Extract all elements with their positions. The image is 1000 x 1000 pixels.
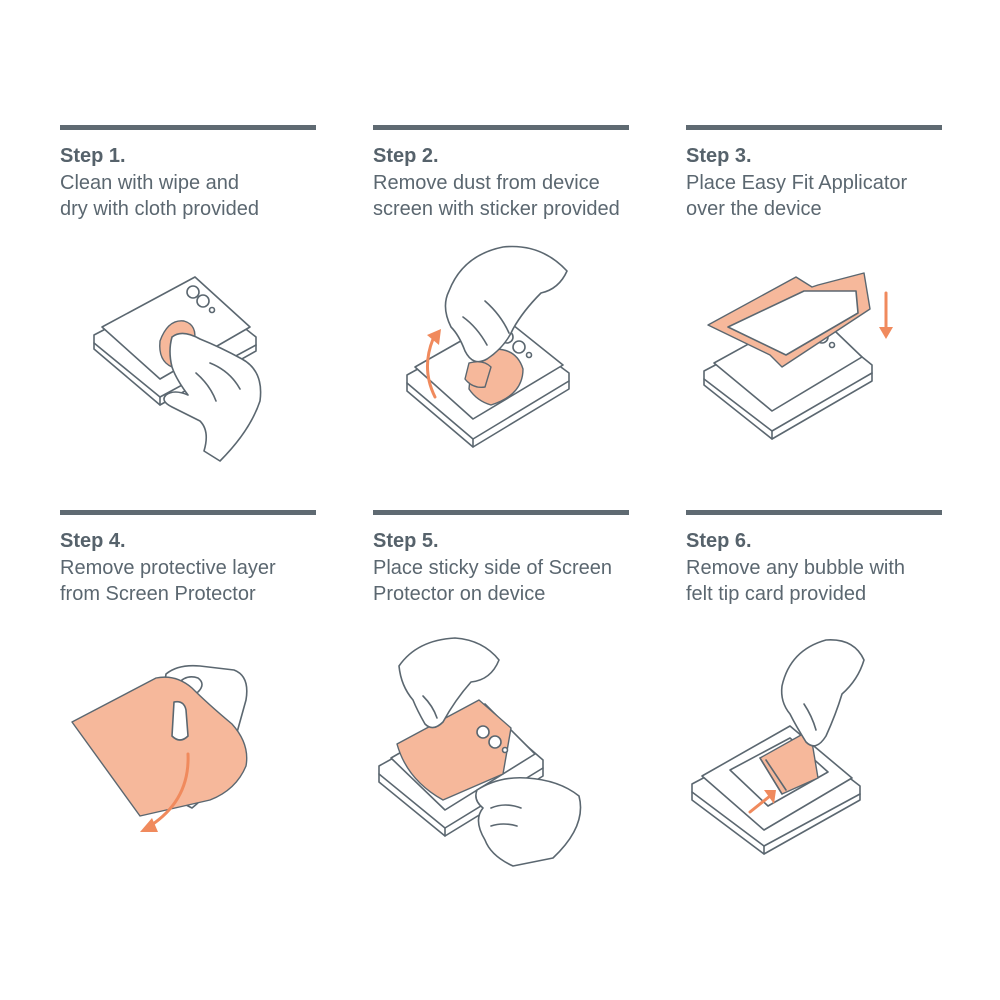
step-divider [686, 125, 942, 130]
step-description: Place Easy Fit Applicator over the devic… [686, 172, 908, 220]
step-3: Step 3. Place Easy Fit Applicator over t… [686, 125, 942, 505]
step-5: Step 5. Place sticky side of Screen Prot… [373, 510, 629, 890]
step-2: Step 2. Remove dust from device screen w… [373, 125, 629, 505]
step-description: Clean with wipe and dry with cloth provi… [60, 172, 259, 220]
step-divider [686, 510, 942, 515]
step-divider [60, 125, 316, 130]
peel-layer-icon [71, 664, 248, 832]
step-1: Step 1. Clean with wipe and dry with clo… [60, 125, 316, 505]
place-protector-hands-icon [378, 637, 582, 867]
step-divider [60, 510, 316, 515]
dust-sticker-hand-icon [406, 245, 570, 448]
step-heading: Step 1. [60, 145, 126, 167]
cleaning-cloth-hand-icon [93, 276, 262, 462]
step-4: Step 4. Remove protective layer from Scr… [60, 510, 316, 890]
felt-card-hand-icon [691, 639, 865, 855]
step-description: Place sticky side of Screen Protector on… [373, 557, 612, 605]
applicator-frame-icon [703, 272, 893, 440]
step-description: Remove dust from device screen with stic… [373, 172, 620, 220]
step-6: Step 6. Remove any bubble with felt tip … [686, 510, 942, 890]
step-heading: Step 6. [686, 530, 752, 552]
step-heading: Step 4. [60, 530, 126, 552]
step-description: Remove any bubble with felt tip card pro… [686, 557, 906, 605]
step-description: Remove protective layer from Screen Prot… [60, 557, 276, 605]
step-heading: Step 2. [373, 145, 439, 167]
step-heading: Step 3. [686, 145, 752, 167]
step-divider [373, 510, 629, 515]
step-heading: Step 5. [373, 530, 439, 552]
step-divider [373, 125, 629, 130]
